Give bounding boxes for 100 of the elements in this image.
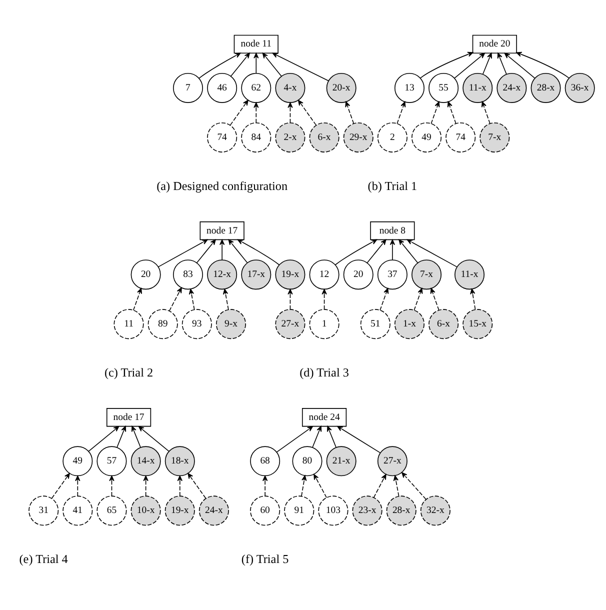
arrow — [406, 239, 458, 268]
node-circle: 13 — [394, 72, 424, 103]
arrow — [138, 426, 170, 452]
arrow — [196, 239, 216, 264]
arrow — [143, 476, 148, 496]
node-circle: 46 — [207, 72, 238, 103]
node-circle: 1-x — [394, 309, 424, 340]
arrow — [230, 100, 248, 126]
node-circle: 84 — [241, 122, 272, 152]
label: (b) Trial 1 — [368, 178, 418, 193]
node-circle: 29-x — [343, 122, 374, 152]
node-circle: 24-x — [496, 72, 527, 103]
arrow — [516, 52, 570, 78]
node-circle: 83 — [173, 260, 203, 290]
arrow — [337, 426, 381, 454]
arrow — [51, 473, 70, 499]
arrow — [131, 426, 142, 448]
node-circle: 27-x — [275, 309, 306, 340]
arrow — [188, 288, 195, 310]
arrow — [262, 476, 268, 496]
node-circle: 80 — [292, 446, 322, 476]
arrow — [168, 287, 182, 312]
arrow — [373, 474, 386, 498]
label: (f) Trial 5 — [241, 552, 289, 566]
node-circle: 27-x — [377, 446, 408, 476]
node-circle: 20-x — [326, 72, 356, 103]
node-box: node 20 — [472, 34, 517, 54]
node-circle: 89 — [148, 309, 178, 340]
arrow — [301, 475, 307, 496]
node-circle: 20 — [130, 260, 161, 290]
arrow — [396, 101, 406, 124]
arrow — [276, 426, 314, 452]
node-circle: 93 — [182, 309, 212, 340]
node-circle: 62 — [241, 72, 272, 103]
arrow — [345, 101, 354, 124]
arrow — [298, 100, 316, 126]
node-circle: 7 — [173, 72, 203, 103]
arrow — [481, 101, 490, 124]
node-box: node 17 — [106, 408, 152, 427]
arrow — [254, 52, 259, 74]
node-circle: 68 — [250, 446, 280, 476]
node-box: node 17 — [200, 221, 244, 240]
arrow — [198, 52, 241, 79]
node-circle: 31 — [28, 496, 59, 526]
node-box: node 11 — [234, 34, 278, 54]
arrow — [272, 52, 329, 82]
node-circle: 1 — [309, 309, 340, 340]
node-circle: 41 — [62, 496, 93, 526]
arrow — [222, 288, 229, 310]
arrow — [75, 476, 80, 496]
node-circle: 74 — [207, 122, 238, 152]
arrow — [414, 288, 423, 311]
node-circle: 12-x — [207, 260, 238, 290]
arrow — [482, 52, 492, 75]
node-circle: 4-x — [275, 72, 306, 103]
node-circle: 6-x — [428, 309, 459, 340]
node-circle: 51 — [360, 309, 390, 340]
arrow — [326, 426, 337, 448]
arrow — [262, 52, 282, 77]
node-circle: 28-x — [386, 496, 416, 526]
arrow — [254, 102, 259, 124]
node-circle: 28-x — [530, 72, 561, 103]
label: (e) Trial 4 — [19, 552, 68, 566]
node-circle: 9-x — [216, 309, 246, 340]
arrow — [398, 239, 418, 264]
node-circle: 11-x — [462, 72, 493, 103]
arrow — [454, 52, 486, 78]
node-circle: 14-x — [130, 446, 161, 476]
arrow — [504, 52, 536, 78]
label: (c) Trial 2 — [104, 365, 154, 380]
node-circle: 7-x — [480, 122, 510, 152]
arrow — [335, 239, 378, 266]
arrow — [430, 288, 440, 311]
arrow — [288, 102, 293, 124]
node-circle: 15-x — [462, 309, 493, 340]
arrow — [497, 52, 507, 75]
node-circle: 57 — [96, 446, 127, 476]
node-circle: 23-x — [352, 496, 382, 526]
node-circle: 65 — [96, 496, 127, 526]
arrow — [109, 476, 114, 496]
arrow — [228, 239, 248, 264]
arrow — [177, 476, 182, 496]
arrow — [390, 239, 396, 260]
arrow — [312, 426, 322, 448]
node-circle: 24-x — [198, 496, 229, 526]
node-circle: 49 — [412, 122, 442, 152]
node-circle: 2 — [377, 122, 408, 152]
arrow — [133, 288, 142, 311]
arrow — [158, 239, 208, 268]
arrow — [322, 288, 327, 310]
node-circle: 12 — [309, 260, 340, 290]
arrow — [237, 239, 280, 266]
node-circle: 37 — [377, 260, 408, 290]
arrow — [116, 426, 126, 448]
node-circle: 17-x — [241, 260, 272, 290]
node-circle: 20 — [343, 260, 374, 290]
node-box: node 8 — [370, 221, 415, 240]
node-circle: 10-x — [130, 496, 161, 526]
node-circle: 19-x — [164, 496, 195, 526]
node-box: node 24 — [302, 408, 347, 427]
